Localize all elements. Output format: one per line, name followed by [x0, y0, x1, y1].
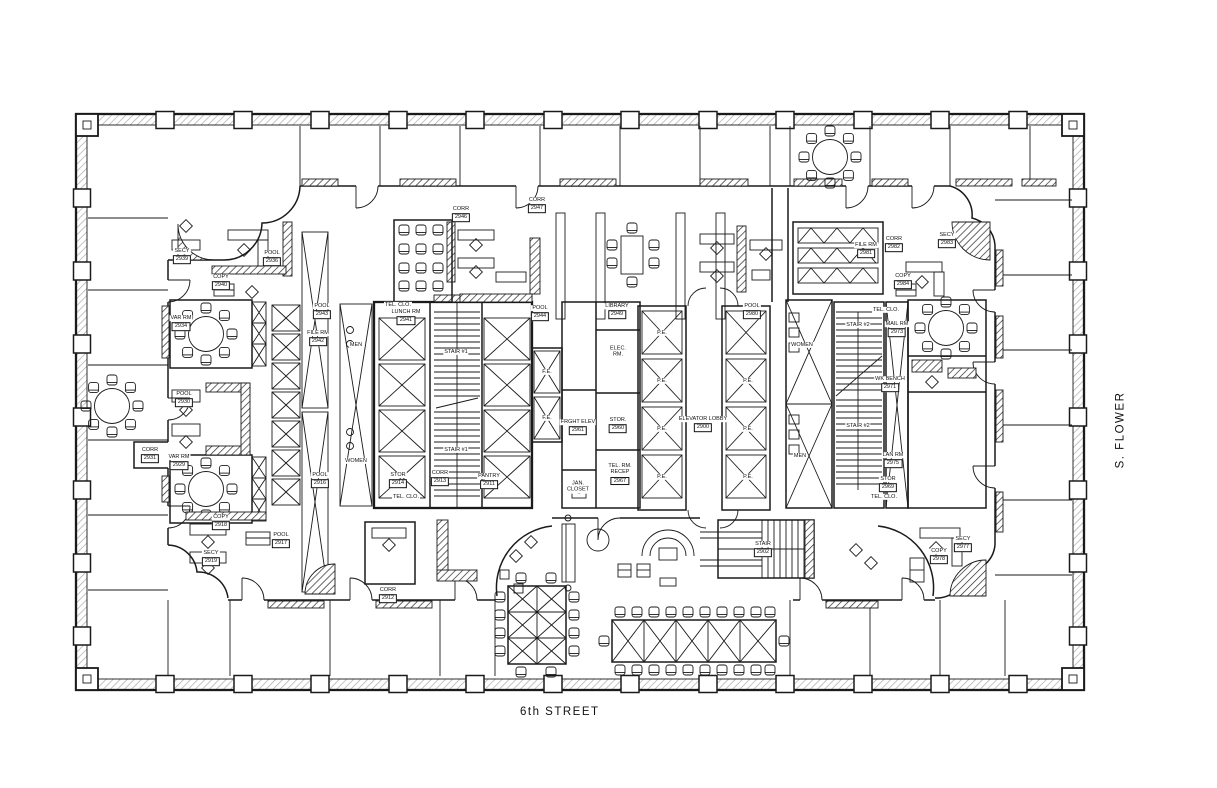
- inner-boundary: [133, 185, 996, 601]
- convector-strips: [161, 178, 1057, 609]
- center-service-block: [531, 301, 641, 509]
- perimeter-partitions: [88, 126, 1072, 676]
- west-open-office: [81, 231, 329, 593]
- east-core: [785, 297, 987, 509]
- street-label-s-flower: S. FLOWER: [1114, 391, 1127, 469]
- street-label-6th-street: 6th STREET: [520, 706, 600, 718]
- west-core: [339, 294, 534, 510]
- training-room: [393, 219, 453, 303]
- north-center-pods: [446, 221, 541, 303]
- corridor-walls: [771, 188, 789, 302]
- screen-bars: [555, 212, 726, 320]
- southwest-pods: [185, 511, 478, 595]
- perimeter-wall: [72, 110, 1088, 694]
- lounge-and-conference: [494, 514, 935, 678]
- elevator-banks: [637, 287, 771, 529]
- north-east-pods: [699, 225, 783, 293]
- misc-rooms: [799, 126, 987, 597]
- file-room-block: [792, 221, 991, 297]
